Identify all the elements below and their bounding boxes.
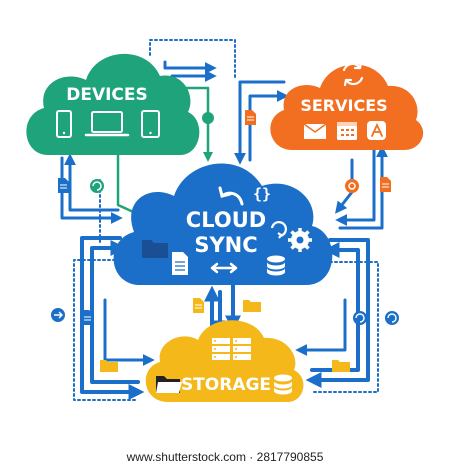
undo-arrow-icon — [218, 186, 244, 206]
connector-devices-left — [60, 153, 123, 224]
document-icon — [245, 110, 256, 125]
code-braces-icon: {} — [253, 185, 271, 203]
sync-node-right-icon — [353, 311, 367, 325]
storage-cloud-shape — [145, 320, 304, 402]
gear-icon — [288, 228, 312, 252]
swap-arrows-icon — [210, 262, 238, 274]
document-icon — [58, 178, 69, 193]
cloud-sync-cloud: {} CLOUD SYNC — [113, 163, 333, 285]
folder-icon — [332, 360, 350, 372]
connector-dotted-left — [73, 259, 139, 401]
document-icon — [193, 298, 204, 313]
cloud-sync-label-line1: CLOUD — [186, 208, 266, 232]
document-icon — [82, 310, 93, 325]
document-icon — [172, 252, 188, 275]
database-icon — [267, 255, 285, 276]
cloud-sync-cloud-shape — [113, 163, 333, 285]
server-rack-icon — [212, 338, 251, 360]
folder-icon — [156, 376, 182, 393]
services-cloud: SERVICES — [270, 61, 424, 150]
devices-cloud-shape — [26, 53, 200, 155]
mail-icon — [303, 123, 327, 139]
devices-cloud: DEVICES — [26, 53, 200, 155]
document-icon — [380, 177, 391, 192]
green-node-icon — [202, 112, 214, 124]
watermark: www.shutterstock.com · 2817790855 — [126, 450, 324, 464]
storage-cloud: STORAGE — [145, 320, 304, 402]
refresh-icon — [342, 61, 364, 87]
connector-nodes — [51, 112, 399, 325]
calendar-icon — [337, 122, 357, 140]
connector-dotted-right — [311, 261, 379, 393]
folder-icon — [142, 240, 168, 258]
folder-icon — [100, 360, 118, 372]
cloud-sync-label-line2: SYNC — [194, 233, 257, 257]
folder-icon — [243, 300, 261, 312]
floating-icons — [58, 110, 391, 372]
smartphone-icon — [56, 110, 72, 138]
storage-label: STORAGE — [181, 375, 271, 395]
sync-icon — [270, 221, 287, 239]
orange-node-icon — [345, 179, 359, 193]
sync-node-icon — [90, 179, 104, 193]
connector-services-right — [335, 145, 388, 230]
app-store-icon — [367, 121, 386, 140]
devices-label: DEVICES — [66, 85, 148, 105]
database-icon — [274, 374, 293, 395]
services-label: SERVICES — [300, 96, 387, 115]
tablet-icon — [141, 110, 160, 138]
sync-node-far-right-icon — [385, 311, 399, 325]
laptop-icon — [84, 111, 130, 137]
